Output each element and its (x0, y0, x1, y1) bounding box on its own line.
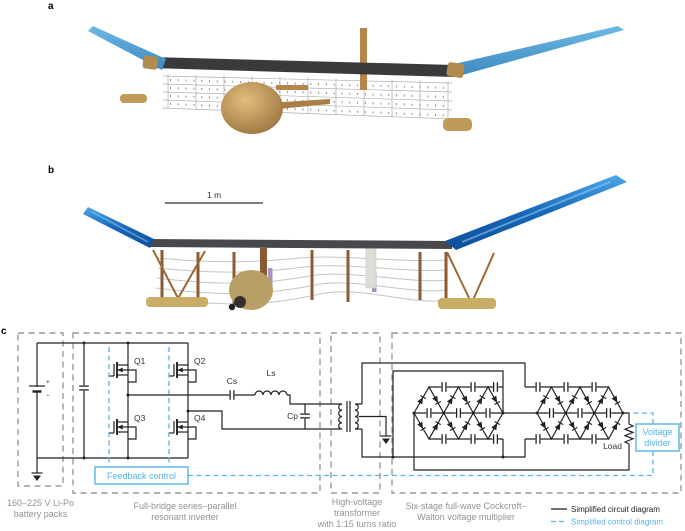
photo-truss-posts (160, 250, 448, 305)
voltage-divider-label-2: divider (644, 438, 671, 448)
section-labels: 160–225 V Li-Po battery packs Full-bridg… (7, 497, 527, 529)
transformer-section-box (330, 332, 381, 494)
multiplier-section-label-1: Six-stage full-wave Cockcroft– (405, 501, 526, 511)
capacitor-cp (299, 412, 311, 420)
mosfet-q2 (168, 355, 197, 385)
legend-control-label: Simplified control diagram (571, 518, 663, 527)
tail-fin (360, 28, 367, 90)
tail-boom (268, 99, 330, 110)
white-pylon (365, 243, 377, 289)
scale-bar: 1 m (165, 190, 263, 204)
battery-minus-sign: − (46, 393, 50, 400)
purple-post-1 (268, 268, 273, 288)
section-boxes (17, 332, 682, 494)
feedback-control-box: Feedback control (94, 466, 189, 485)
pod-cap (234, 296, 246, 308)
label-load: Load (603, 441, 622, 451)
ground-icon-battery (30, 469, 44, 482)
transformer-section-label-3: with 1:15 turns ratio (317, 519, 397, 529)
legend-circuit-label: Simplified circuit diagram (571, 505, 660, 514)
right-winglet (446, 62, 465, 78)
aircraft-render (88, 26, 624, 134)
control-lines (108, 347, 654, 477)
cross-member (276, 85, 308, 90)
right-end-plate (438, 298, 496, 309)
right-wing-highlight (461, 181, 611, 243)
right-skid (443, 118, 472, 131)
right-wing (450, 26, 624, 77)
label-q3: Q3 (134, 413, 146, 423)
mosfet-q1 (108, 355, 137, 385)
scale-bar-label: 1 m (207, 190, 221, 200)
circuit-wires (36, 342, 635, 471)
dc-link-capacitor (78, 384, 90, 392)
inverter-section-box (72, 332, 321, 494)
mosfet-q4 (168, 412, 197, 442)
panel-b: 1 m (83, 175, 627, 311)
label-q1: Q1 (134, 356, 146, 366)
battery-section-label-2: battery packs (14, 509, 68, 519)
panel-c: Feedback control Voltage divider Q1 Q2 Q… (7, 332, 682, 529)
panel-b-label: b (48, 165, 55, 176)
capacitor-cs (228, 389, 236, 401)
photo-truss-wires (155, 256, 449, 305)
battery-plus-sign: + (46, 379, 50, 386)
ground-icon-transformer (379, 432, 393, 445)
panel-c-label: c (1, 326, 7, 337)
photo-wing-spar (148, 239, 452, 249)
left-end-plate (146, 297, 208, 307)
legend: Simplified circuit diagram Simplified co… (551, 505, 663, 527)
label-cp: Cp (287, 411, 298, 421)
mosfet-q3 (108, 412, 137, 442)
voltage-divider-label-1: Voltage (642, 427, 672, 437)
junction-dots (82, 341, 625, 460)
pod-nose (228, 303, 236, 311)
label-q2: Q2 (194, 356, 206, 366)
right-end-frame (446, 251, 495, 301)
battery-symbol (29, 385, 45, 393)
component-labels: Q1 Q2 Q3 Q4 Cs Ls Cp Load + − (46, 356, 622, 451)
inverter-section-label-1: Full-bridge series–parallel (133, 501, 236, 511)
battery-section-box (17, 332, 64, 487)
inverter-section-label-2: resonant inverter (151, 512, 219, 522)
voltage-divider-box: Voltage divider (635, 423, 680, 452)
wing-spar (150, 57, 455, 77)
battery-section-label-1: 160–225 V Li-Po (7, 498, 74, 508)
label-q4: Q4 (194, 413, 206, 423)
label-cs: Cs (227, 376, 237, 386)
multiplier-section-box (391, 332, 682, 494)
center-mast (260, 248, 267, 292)
transformer-section-label-1: High-voltage (332, 497, 383, 507)
fuselage-pod (221, 82, 283, 134)
multiplier-section-label-2: Walton voltage multiplier (417, 512, 515, 522)
label-ls: Ls (267, 368, 276, 378)
transformer-section-label-2: transformer (334, 508, 380, 518)
left-winglet (142, 55, 159, 70)
left-skid (120, 94, 147, 103)
left-end-frame (152, 249, 206, 303)
load-resistor (623, 423, 635, 445)
electrode-truss (161, 74, 453, 120)
panel-a-label: a (48, 1, 54, 12)
aircraft-photo (83, 175, 627, 311)
panel-a (88, 26, 624, 134)
left-wing-highlight (91, 211, 149, 243)
feedback-control-label: Feedback control (107, 471, 176, 481)
